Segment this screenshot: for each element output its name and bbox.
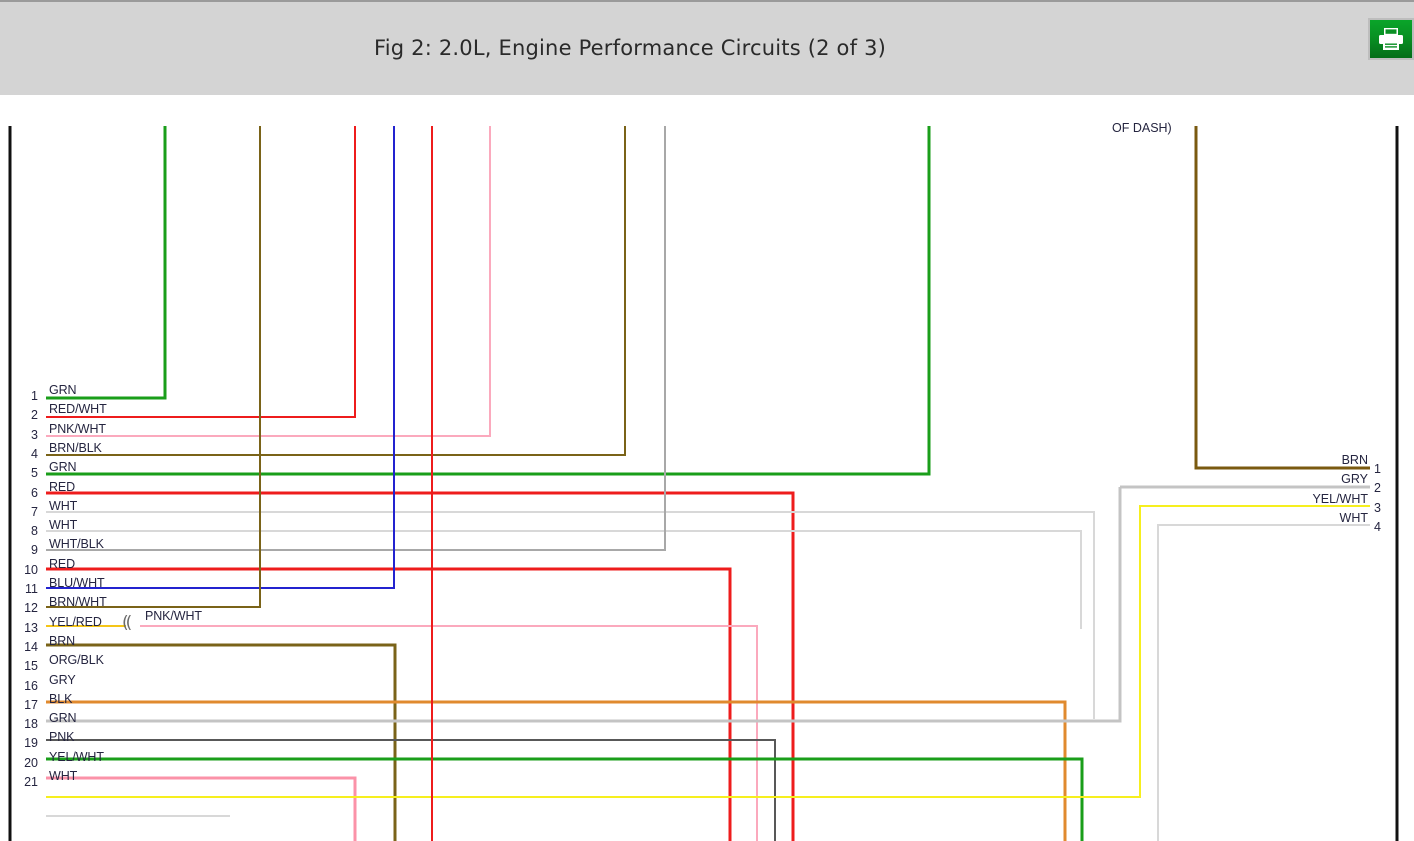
wire-color-label-pin-9: WHT/BLK xyxy=(49,537,104,552)
printer-icon xyxy=(1376,26,1406,52)
pin-number-8: 8 xyxy=(31,524,38,539)
wire-color-label-pin-14: BRN xyxy=(49,633,76,648)
pin-number-14: 14 xyxy=(24,639,38,654)
pin-number-21: 21 xyxy=(24,775,38,789)
wire-color-label-pin-1: GRN xyxy=(49,383,77,397)
wire-splice-pnk-wht xyxy=(140,624,759,841)
wire-color-label-pin-5: GRN xyxy=(49,460,77,475)
wire-pin7-wht xyxy=(46,510,1096,719)
right-pin-number-3: 3 xyxy=(1374,500,1381,515)
splice-symbol: (( xyxy=(122,613,132,633)
wire-rpin1-brn xyxy=(1194,126,1370,470)
page-title: Fig 2: 2.0L, Engine Performance Circuits… xyxy=(373,36,887,60)
wire-pin1-grn xyxy=(46,126,167,400)
wire-pin5-grn xyxy=(46,126,931,476)
right-wire-color-label-pin-2: GRY xyxy=(1341,472,1368,487)
wire-pin6-red xyxy=(46,491,795,841)
wire-color-label-pin-4: BRN/BLK xyxy=(49,440,102,455)
right-pin-number-2: 2 xyxy=(1374,481,1381,496)
wire-color-label-pin-12: BRN/WHT xyxy=(49,595,107,610)
pin-number-1: 1 xyxy=(31,389,38,403)
pin-number-19: 19 xyxy=(24,736,38,751)
header-bar: Fig 2: 2.0L, Engine Performance Circuits… xyxy=(0,0,1414,95)
wire-pin16-gry xyxy=(46,487,1122,723)
right-pin-number-4: 4 xyxy=(1374,519,1381,534)
wire-color-label-pin-13: YEL/RED xyxy=(49,614,102,629)
wire-pin2-red-wht xyxy=(46,126,357,419)
wire-pin4-brn-blk xyxy=(46,126,627,457)
wire-pin9-wht-blk xyxy=(46,126,667,552)
wire-color-label-pin-8: WHT xyxy=(49,518,78,533)
wire-pin14-brn xyxy=(46,643,397,841)
wire-pin18-grn xyxy=(46,757,1084,841)
wire-color-label-pin-19: PNK xyxy=(49,730,75,745)
wire-rpin3-yel-wht xyxy=(1138,504,1370,512)
wire-rpin4-wht xyxy=(1156,523,1370,841)
pin-number-6: 6 xyxy=(31,485,38,500)
pin-number-9: 9 xyxy=(31,543,38,558)
wire-color-label-pin-15: ORG/BLK xyxy=(49,653,104,668)
pin-number-11: 11 xyxy=(25,582,38,596)
wire-pin20-yel-wht xyxy=(46,512,1142,799)
pin-number-4: 4 xyxy=(31,446,38,461)
right-wire-color-label-pin-1: BRN xyxy=(1341,453,1368,467)
wire-pin15-org-blk xyxy=(46,700,1067,841)
wire-color-label-pin-6: RED xyxy=(49,479,76,494)
wire-pin10-red xyxy=(46,567,732,841)
wire-color-label-pin-20: YEL/WHT xyxy=(49,749,104,764)
wire-color-label-pin-3: PNK/WHT xyxy=(49,421,106,436)
wiring-schematic xyxy=(8,126,1399,841)
wire-color-label-pin-11: BLU/WHT xyxy=(49,576,105,590)
wire-color-label-pin-17: BLK xyxy=(49,691,73,706)
wire-pin17-blk xyxy=(46,738,777,841)
pin-number-18: 18 xyxy=(24,717,38,732)
wire-pin12-brn-wht xyxy=(46,126,262,609)
wire-color-label-pin-10: RED xyxy=(49,556,76,571)
wire-color-label-pin-18: GRN xyxy=(49,711,77,726)
wire-color-label-pin-2: RED/WHT xyxy=(49,402,107,417)
pin-number-10: 10 xyxy=(24,562,38,577)
wire-pin11-blu-wht xyxy=(46,126,396,590)
dash-note-text: OF DASH) xyxy=(1112,121,1172,135)
right-wire-color-label-pin-4: WHT xyxy=(1339,510,1368,525)
pin-number-12: 12 xyxy=(24,601,38,616)
pin-number-20: 20 xyxy=(24,755,38,770)
right-pin-number-1: 1 xyxy=(1374,462,1381,476)
pin-number-17: 17 xyxy=(24,697,38,712)
wire-color-label-pin-21: WHT xyxy=(49,769,78,783)
pin-number-3: 3 xyxy=(31,427,38,442)
splice-wire-label: PNK/WHT xyxy=(145,609,202,623)
pin-number-16: 16 xyxy=(24,678,38,693)
print-button[interactable] xyxy=(1368,18,1414,60)
pin-number-7: 7 xyxy=(31,504,38,519)
wire-pin3-pnk-wht xyxy=(46,126,492,438)
pin-number-2: 2 xyxy=(31,408,38,423)
wire-color-label-pin-7: WHT xyxy=(49,498,78,513)
wire-color-label-pin-16: GRY xyxy=(49,672,76,687)
pin-number-15: 15 xyxy=(24,659,38,674)
wire-pin19-pnk xyxy=(46,776,357,841)
pin-number-5: 5 xyxy=(31,466,38,481)
pin-number-13: 13 xyxy=(24,620,38,635)
wire-pin8-wht xyxy=(46,529,1083,629)
right-wire-color-label-pin-3: YEL/WHT xyxy=(1312,491,1368,506)
